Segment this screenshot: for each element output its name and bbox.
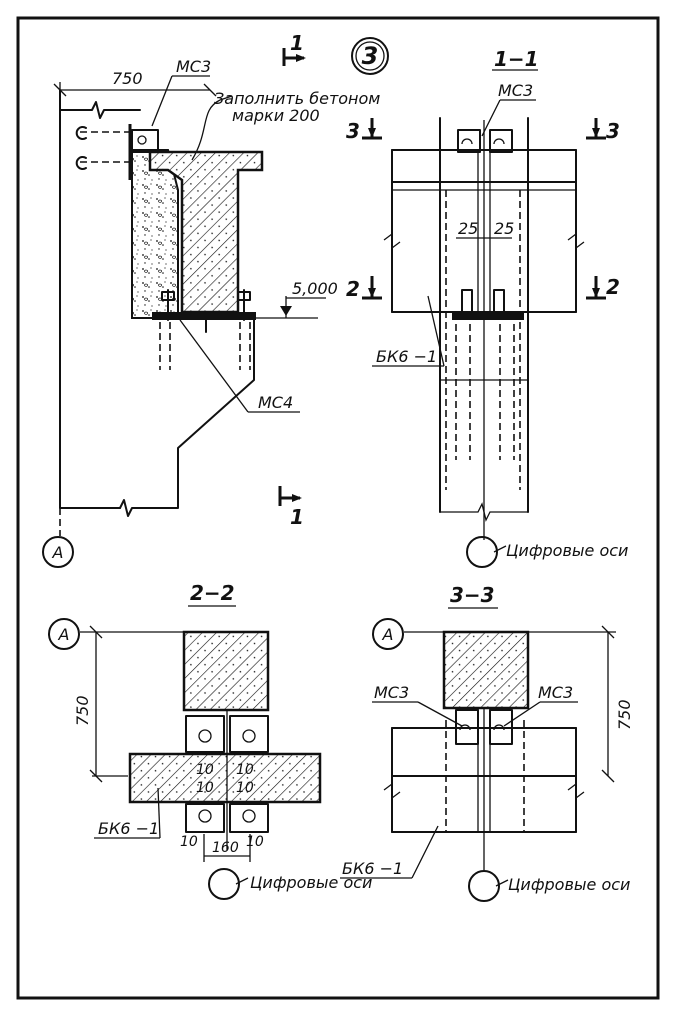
section-mark-1-top: 1 (290, 31, 304, 55)
section-title-2-2: 2−2 (190, 581, 235, 605)
dim-160: 160 (212, 840, 239, 856)
dim-10-c: 10 (236, 762, 254, 778)
section-2-2: 2−2 А 750 10 10 10 10 10 10 160 (48, 581, 372, 900)
drawing-frame (16, 16, 660, 1000)
dim-10-a: 10 (196, 762, 214, 778)
label-ms3-section: МС3 (498, 81, 533, 100)
label-bk6-section: БК6 −1 (376, 347, 437, 366)
digital-axes-label-3-3: Цифровые оси (508, 875, 630, 894)
axis-a-section-3-3: А (382, 625, 394, 644)
column-section-2-2 (182, 630, 270, 712)
concrete-fill (131, 149, 179, 319)
dim-10-b: 10 (196, 780, 214, 796)
dim-10-e: 10 (180, 834, 198, 850)
label-ms3-3-3-left: МС3 (374, 683, 409, 702)
label-bk6-section-3-3: БК6 −1 (342, 859, 403, 878)
fill-note-line1: Заполнить бетоном (214, 89, 380, 108)
column-section-3-3 (442, 630, 530, 710)
label-ms3-elevation: МС3 (176, 57, 211, 76)
section-mark-2-right: 2 (606, 275, 620, 299)
section-title-1-1: 1−1 (494, 47, 539, 71)
beam-section-2-2 (128, 752, 322, 804)
section-mark-3-left: 3 (346, 119, 360, 143)
level-5000: 5,000 (292, 279, 338, 298)
label-ms4: МС4 (258, 393, 293, 412)
dim-25-left: 25 (458, 219, 478, 238)
dim-10-d: 10 (236, 780, 254, 796)
digital-axes-label-top: Цифровые оси (506, 541, 628, 560)
section-title-3-3: 3−3 (450, 583, 495, 607)
detail-number-marker: 3 (351, 37, 389, 75)
fill-note-line2: марки 200 (232, 106, 320, 125)
section-1-1: 1−1 25 25 (346, 47, 628, 568)
axis-a-section-2-2: А (58, 625, 70, 644)
label-bk6-section-2-2: БК6 −1 (98, 819, 159, 838)
axis-a-top: А (52, 543, 64, 562)
dim-10-f: 10 (246, 834, 264, 850)
section-3-3: 3−3 А 750 МС3 МС3 (340, 583, 634, 902)
dim-750-top: 750 (112, 69, 143, 88)
dim-750-section-3-3: 750 (615, 699, 634, 730)
label-ms3-3-3-right: МС3 (538, 683, 573, 702)
section-mark-1-bottom: 1 (290, 505, 304, 529)
dim-750-section-2-2: 750 (73, 695, 92, 726)
section-mark-3-right: 3 (606, 119, 620, 143)
detail-number: 3 (362, 42, 379, 70)
elevation-view: 750 5,000 МС3 (42, 31, 380, 568)
dim-25-right: 25 (494, 219, 514, 238)
section-mark-2-left: 2 (346, 277, 360, 301)
